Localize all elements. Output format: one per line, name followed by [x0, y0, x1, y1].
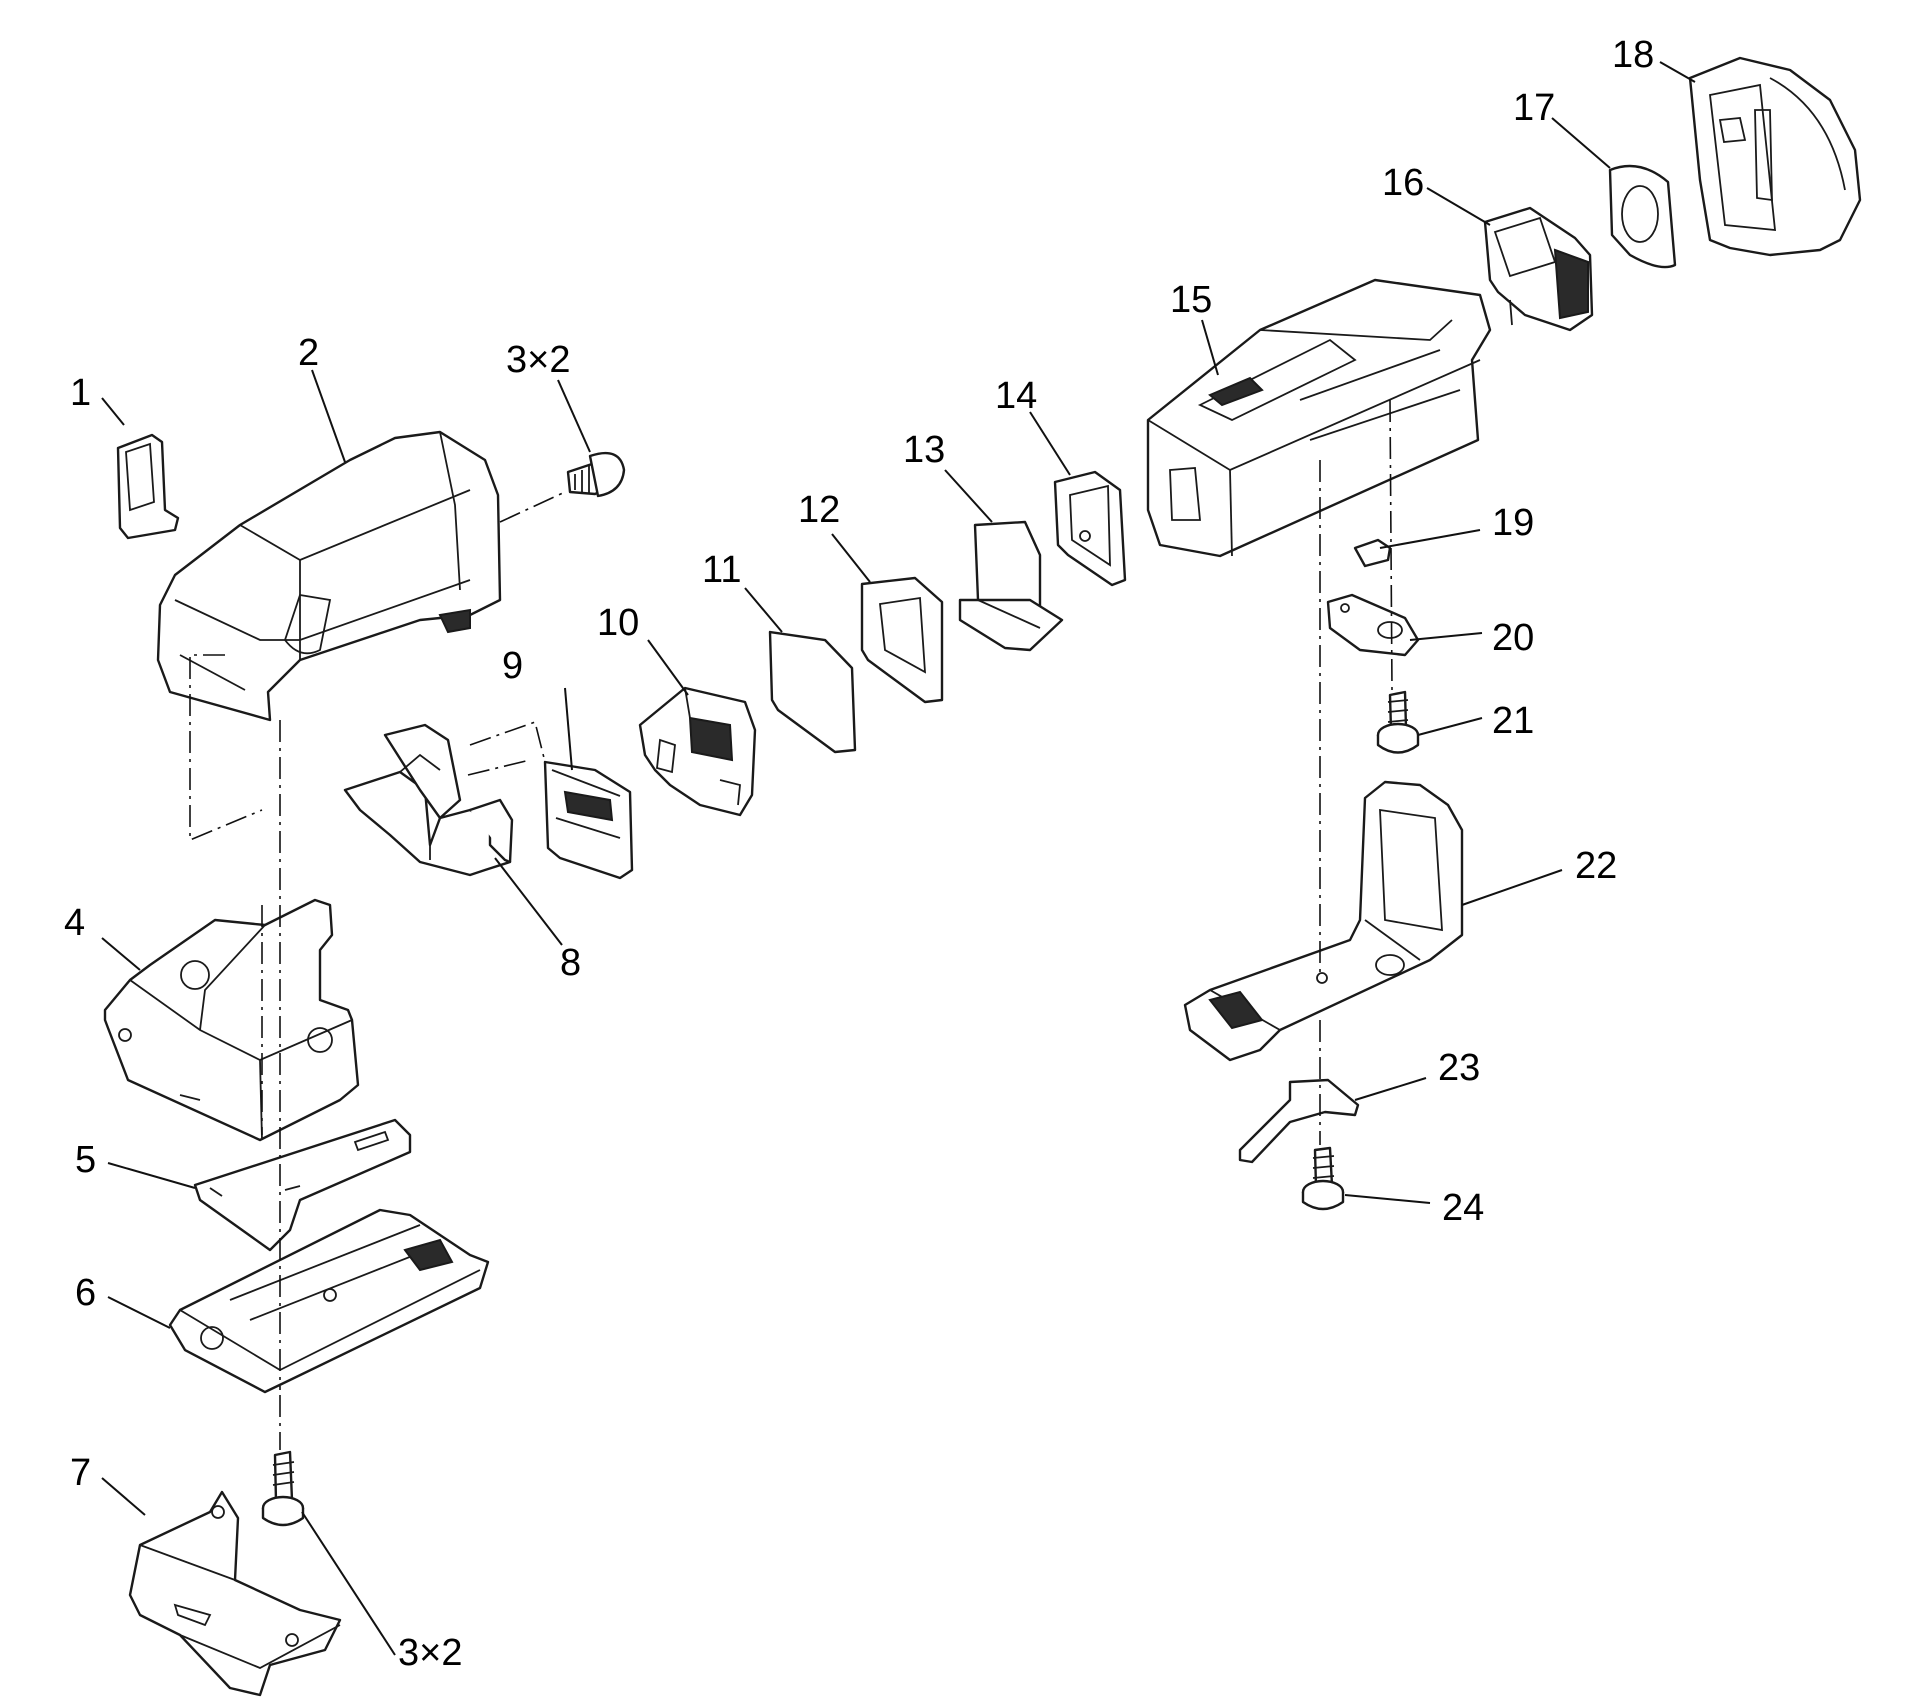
callout-4: 4: [64, 902, 85, 944]
part-21-screw: [1376, 690, 1420, 754]
part-11-filter-sheet: [768, 630, 857, 754]
callout-20: 20: [1492, 617, 1534, 659]
part-7-bottom-cover: [128, 1490, 342, 1697]
callout-2: 2: [298, 332, 319, 374]
callout-22: 22: [1575, 845, 1617, 887]
part-17-eyepiece-lens: [1608, 164, 1677, 269]
callout-16: 16: [1382, 162, 1424, 204]
callout-1: 1: [70, 372, 91, 414]
callout-15: 15: [1170, 279, 1212, 321]
callout-18: 18: [1612, 34, 1654, 76]
callout-23: 23: [1438, 1047, 1480, 1089]
part-3-screw-upper: [566, 451, 626, 498]
part-19-contact: [1353, 538, 1392, 568]
callout-13: 13: [903, 429, 945, 471]
callout-6: 6: [75, 1272, 96, 1314]
callout-labels: 1 2 3×2 4 5 6 7 3×2 8 9 10 11 12 13 14 1…: [64, 34, 1654, 1674]
callout-17: 17: [1513, 87, 1555, 129]
callout-5: 5: [75, 1139, 96, 1181]
part-8-flex-cable: [343, 723, 514, 877]
part-12-frame: [860, 576, 944, 704]
callout-3-lower: 3×2: [398, 1632, 462, 1674]
part-20-bracket-plate: [1326, 593, 1420, 657]
part-1-frame: [116, 433, 180, 540]
callout-7: 7: [70, 1452, 91, 1494]
part-9-board: [543, 760, 634, 880]
callout-3-upper: 3×2: [506, 339, 570, 381]
part-2-top-cover: [156, 430, 502, 722]
part-22-lcd-bracket: [1183, 780, 1464, 1062]
part-4-main-frame: [103, 898, 360, 1142]
assembly-axes: [189, 399, 1393, 1450]
callout-24: 24: [1442, 1187, 1484, 1229]
part-16-lens-holder: [1483, 206, 1594, 332]
part-24-screw: [1301, 1146, 1345, 1211]
part-14-small-frame: [1053, 470, 1127, 587]
callout-14: 14: [995, 375, 1037, 417]
callout-9: 9: [502, 645, 523, 687]
callout-10: 10: [597, 602, 639, 644]
callout-8: 8: [560, 942, 581, 984]
part-18-eyecup: [1688, 56, 1862, 257]
callout-21: 21: [1492, 700, 1534, 742]
callout-12: 12: [798, 489, 840, 531]
part-6-base-tray: [168, 1208, 490, 1394]
part-13-lcd-panel: [958, 520, 1064, 652]
part-3-screw-lower: [261, 1450, 305, 1527]
callout-11: 11: [702, 549, 741, 591]
part-10-connector: [638, 686, 757, 817]
callout-19: 19: [1492, 502, 1534, 544]
part-5-plate: [193, 1118, 412, 1252]
leader-lines: [101, 61, 1696, 1656]
part-15-viewfinder-body: [1146, 278, 1492, 558]
part-23-flex-strip: [1238, 1078, 1360, 1164]
